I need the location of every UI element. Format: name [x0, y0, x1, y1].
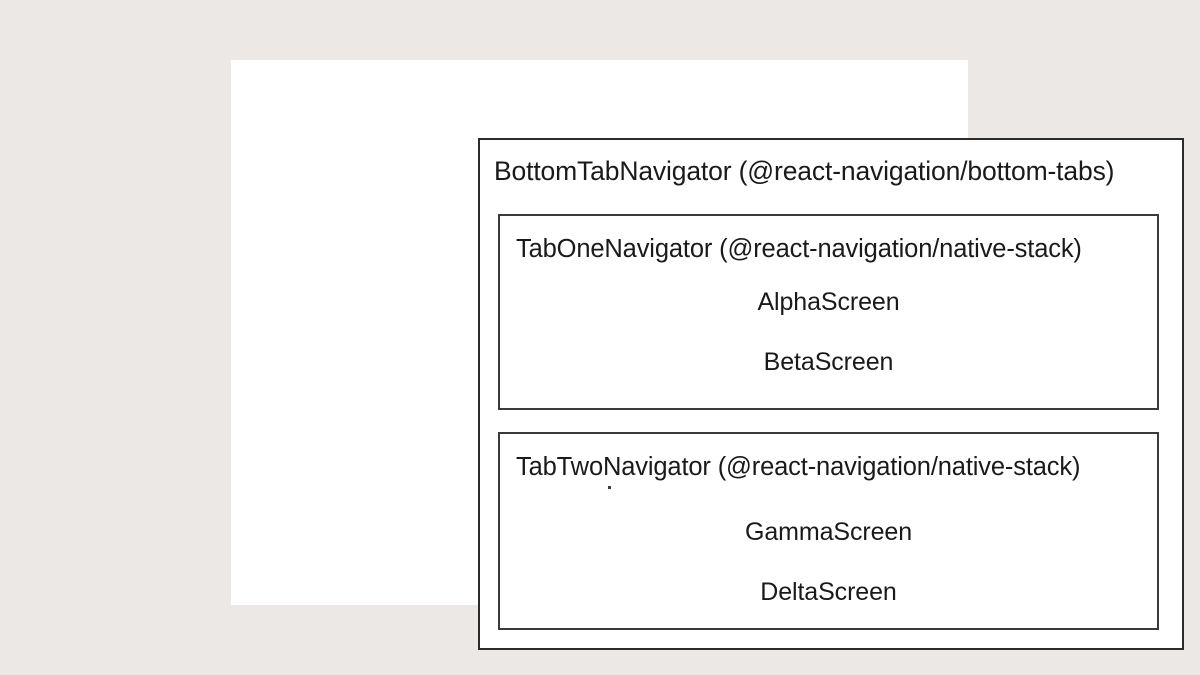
tab-two-navigator-title: TabTwoNavigator (@react-navigation/nativ… [516, 453, 1081, 481]
diagram-canvas: BottomTabNavigator (@react-navigation/bo… [231, 60, 1184, 650]
bottom-tab-navigator-box: BottomTabNavigator (@react-navigation/bo… [478, 138, 1184, 650]
screen-item-delta: DeltaScreen [760, 577, 897, 606]
bottom-tab-navigator-title: BottomTabNavigator (@react-navigation/bo… [494, 156, 1115, 186]
tab-one-screen-list: AlphaScreen BetaScreen [500, 288, 1157, 377]
screen-item-beta: BetaScreen [763, 347, 894, 376]
screen-item-gamma: GammaScreen [744, 518, 912, 546]
scan-artifact-dot [608, 486, 611, 489]
tab-two-screen-list: GammaScreen DeltaScreen [500, 518, 1157, 607]
tab-one-navigator-title: TabOneNavigator (@react-navigation/nativ… [516, 235, 1082, 263]
screen-item-alpha: AlphaScreen [757, 288, 900, 316]
tab-two-navigator-box: TabTwoNavigator (@react-navigation/nativ… [498, 432, 1159, 630]
tab-one-navigator-box: TabOneNavigator (@react-navigation/nativ… [498, 214, 1159, 410]
